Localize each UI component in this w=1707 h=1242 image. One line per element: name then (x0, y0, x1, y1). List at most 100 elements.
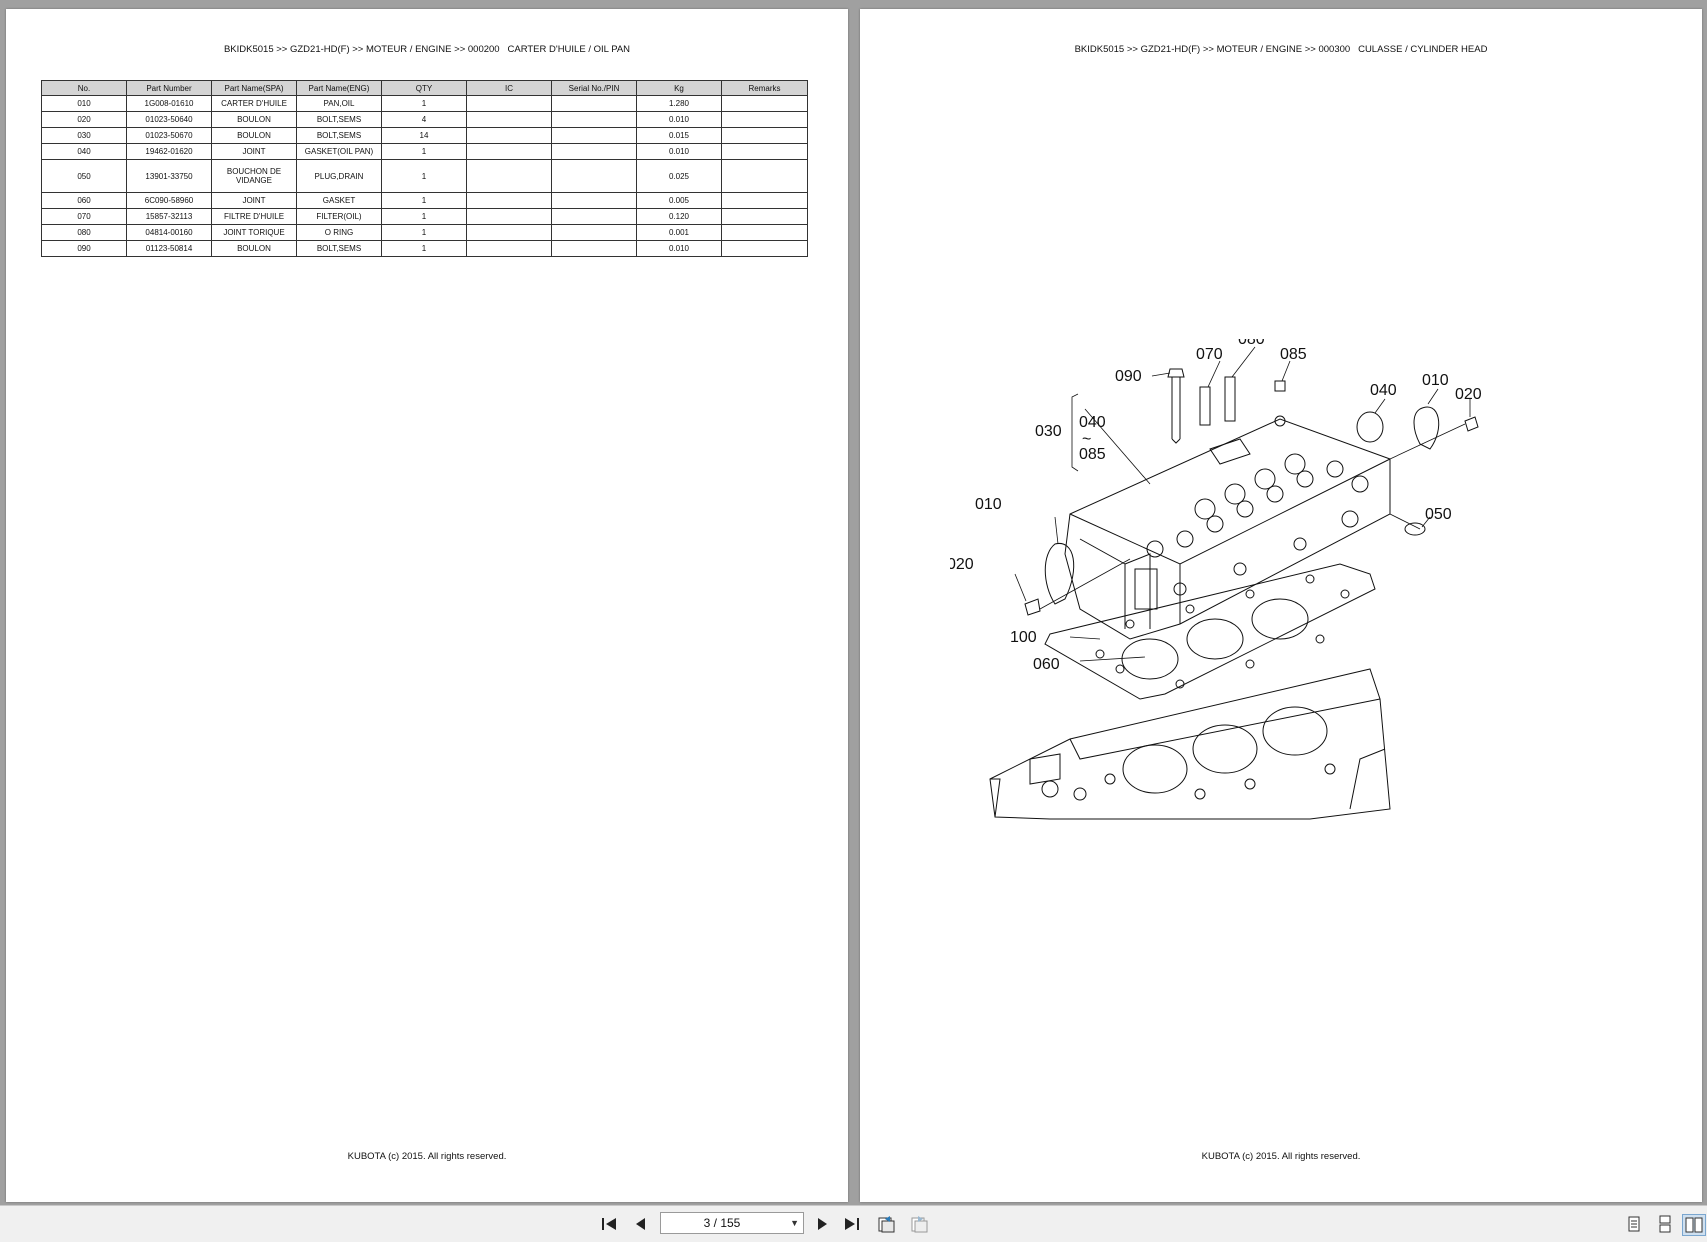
last-page-button[interactable] (841, 1214, 863, 1234)
cell-part-name-eng: O RING (296, 224, 382, 241)
column-header-part-number: Part Number (126, 80, 212, 96)
cell-part-name-eng: GASKET(OIL PAN) (296, 143, 382, 160)
parts-table: No. Part Number Part Name(SPA) Part Name… (41, 80, 808, 257)
cell-ic (466, 208, 552, 225)
cell-part-number: 6C090-58960 (126, 192, 212, 209)
cell-remarks (721, 224, 808, 241)
cell-part-number: 01023-50640 (126, 111, 212, 128)
continuous-view-button[interactable] (1654, 1214, 1676, 1234)
plug-085-drawing (1274, 380, 1286, 392)
cell-remarks (721, 192, 808, 209)
callout-010-left: 010 (975, 496, 1002, 513)
cell-ic (466, 143, 552, 160)
cell-ic (466, 95, 552, 112)
bolt-020-left-drawing (1024, 598, 1041, 616)
facing-pages-view-button[interactable] (1682, 1214, 1706, 1236)
single-page-view-button[interactable] (1623, 1214, 1645, 1234)
column-header-qty: QTY (381, 80, 467, 96)
cell-kg: 0.010 (636, 240, 722, 257)
first-page-icon (602, 1218, 616, 1230)
page-breadcrumb-header: BKIDK5015 >> GZD21-HD(F) >> MOTEUR / ENG… (223, 44, 631, 55)
cell-kg: 0.015 (636, 127, 722, 144)
injector-070-drawing (1199, 386, 1211, 426)
cell-ic (466, 192, 552, 209)
next-page-icon (818, 1218, 827, 1230)
column-header-ic: IC (466, 80, 552, 96)
cell-serial (551, 224, 637, 241)
cell-serial (551, 208, 637, 225)
cell-remarks (721, 143, 808, 160)
cell-part-name-eng: BOLT,SEMS (296, 111, 382, 128)
cell-serial (551, 192, 637, 209)
go-forward-icon (911, 1216, 928, 1233)
previous-page-button[interactable] (630, 1214, 652, 1234)
cell-qty: 1 (381, 192, 467, 209)
cell-serial (551, 143, 637, 160)
cell-part-name-eng: FILTER(OIL) (296, 208, 382, 225)
next-page-button[interactable] (811, 1214, 833, 1234)
cell-qty: 4 (381, 111, 467, 128)
cell-serial (551, 127, 637, 144)
go-forward-button[interactable] (908, 1214, 930, 1234)
cell-part-name-spa: BOULON (211, 111, 297, 128)
engine-block-drawing (989, 668, 1391, 820)
cylinder-head-exploded-diagram: 090 070 080 085 040 010 020 050 030 040 … (950, 339, 1482, 820)
callout-070: 070 (1196, 346, 1223, 363)
cell-remarks (721, 240, 808, 257)
column-header-part-name-spa: Part Name(SPA) (211, 80, 297, 96)
column-header-serial: Serial No./PIN (551, 80, 637, 96)
cell-part-number: 13901-33750 (126, 159, 212, 193)
callout-050: 050 (1425, 506, 1452, 523)
callout-090: 090 (1115, 368, 1142, 385)
callout-085: 085 (1280, 346, 1307, 363)
cell-no: 080 (41, 224, 127, 241)
viewer-toolbar: 3 / 155 ▼ (0, 1205, 1707, 1242)
injector-080-drawing (1224, 376, 1236, 422)
page-indicator-text: 3 / 155 (703, 1216, 741, 1230)
first-page-button[interactable] (598, 1214, 620, 1234)
cell-part-name-spa: CARTER D'HUILE (211, 95, 297, 112)
cell-part-number: 01123-50814 (126, 240, 212, 257)
page-number-input[interactable]: 3 / 155 ▼ (660, 1212, 804, 1234)
cell-no: 020 (41, 111, 127, 128)
column-header-remarks: Remarks (721, 80, 808, 96)
cell-no: 040 (41, 143, 127, 160)
cell-ic (466, 224, 552, 241)
cell-serial (551, 240, 637, 257)
cell-part-name-eng: GASKET (296, 192, 382, 209)
head-gasket-drawing (1044, 563, 1376, 700)
cell-part-number: 04814-00160 (126, 224, 212, 241)
column-header-no: No. (41, 80, 127, 96)
cell-part-name-spa: JOINT TORIQUE (211, 224, 297, 241)
callout-040: 040 (1370, 382, 1397, 399)
cell-no: 050 (41, 159, 127, 193)
cell-part-name-eng: BOLT,SEMS (296, 127, 382, 144)
chevron-down-icon[interactable]: ▼ (790, 1218, 799, 1228)
cell-part-number: 01023-50670 (126, 127, 212, 144)
column-header-part-name-eng: Part Name(ENG) (296, 80, 382, 96)
cell-kg: 0.005 (636, 192, 722, 209)
go-back-button[interactable] (875, 1214, 897, 1234)
cell-part-name-eng: BOLT,SEMS (296, 240, 382, 257)
cell-remarks (721, 95, 808, 112)
cell-kg: 0.120 (636, 208, 722, 225)
callout-020: 020 (1455, 386, 1482, 403)
cell-no: 070 (41, 208, 127, 225)
cell-part-name-spa: BOUCHON DE VIDANGE (211, 159, 297, 193)
cell-no: 010 (41, 95, 127, 112)
continuous-view-icon (1659, 1215, 1671, 1233)
previous-page-icon (636, 1218, 645, 1230)
cell-qty: 1 (381, 143, 467, 160)
cell-qty: 14 (381, 127, 467, 144)
cell-serial (551, 111, 637, 128)
cell-remarks (721, 111, 808, 128)
plug-050-drawing (1404, 522, 1426, 536)
callout-060: 060 (1033, 656, 1060, 673)
